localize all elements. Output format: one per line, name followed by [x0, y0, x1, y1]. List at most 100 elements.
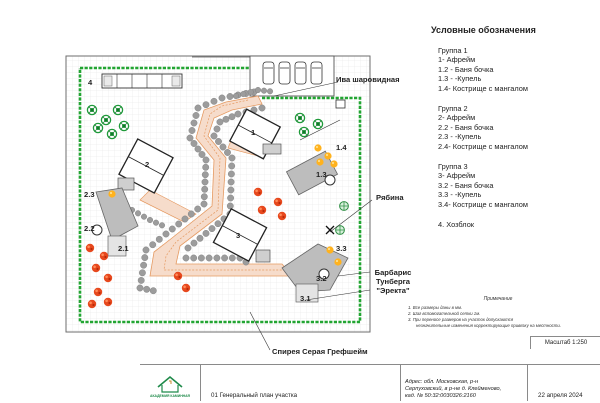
path-stone [226, 93, 234, 100]
label-3-2: 3.2 [316, 274, 327, 283]
willow-shrub-icon [86, 104, 98, 116]
note-line-3: 3. При переносе размеров на участок допу… [408, 317, 514, 322]
yellow-shrub-icon [324, 152, 332, 160]
label-1-3: 1.3 [316, 170, 327, 179]
path-stone [168, 225, 176, 233]
red-shrub-icon [99, 251, 109, 261]
legend-item: 1.3 - -Купель [438, 74, 482, 84]
legend-item: 3.4- Кострище с мангалом [438, 199, 528, 209]
path-stone [184, 244, 192, 252]
path-stone [140, 261, 148, 269]
path-stone [186, 134, 194, 142]
path-stone [182, 254, 190, 262]
path-stone [258, 104, 266, 112]
path-stone [213, 125, 221, 133]
drawing-name-cell: 01 Генеральный план участка [200, 365, 401, 401]
yellow-shrub-icon [330, 160, 338, 168]
path-stone [194, 205, 202, 213]
hedge-border [78, 66, 362, 324]
red-shrub-icon [253, 187, 263, 197]
path-center-line [163, 99, 286, 271]
path-stone [137, 276, 145, 284]
path-stone [181, 215, 189, 223]
date-cell: 22 апреля 2024 [527, 365, 600, 401]
legend-item: 2- Афрейм [438, 113, 476, 123]
building-1 [228, 108, 282, 160]
notes-heading: Примечание [483, 296, 513, 302]
path-stone [219, 143, 227, 151]
note-line-2: 2. Шаг вспомогательной сетки 1м. [408, 311, 481, 316]
path-stone [146, 216, 153, 223]
path-branch-2 [139, 189, 197, 223]
legend-title: Условные обозначения [431, 25, 536, 35]
path-stone [227, 178, 235, 186]
path-stone [224, 149, 231, 156]
path-stone [190, 140, 198, 147]
path-stone [228, 162, 236, 170]
logo-house-icon [157, 375, 183, 393]
label-3-1: 3.1 [300, 294, 311, 303]
path-stone [234, 110, 242, 118]
path-stone [215, 138, 222, 145]
red-shrub-icon [87, 299, 97, 309]
address-line-2: Серпуховский, в р-не д. Клейменово, [405, 386, 502, 392]
label-building-3: 3 [236, 231, 241, 240]
leader-lines [249, 81, 373, 351]
willow-shrub-icon [106, 128, 118, 140]
note-line-4: незначительные изменения корректирующие … [416, 323, 561, 328]
willow-shrub-icon [298, 126, 310, 138]
yellow-shrub-icon [316, 158, 324, 166]
path-stone [228, 254, 236, 262]
path-stone [222, 115, 230, 123]
red-shrub-icon [93, 287, 103, 297]
red-shrub-icon [103, 297, 113, 307]
path-stone [267, 88, 274, 95]
rowan-cross-icon [325, 225, 335, 235]
path-stone [149, 287, 157, 295]
label-building-4: 4 [88, 78, 93, 87]
title-block: АКАДЕМИЯ КАМИННАЯ 01 Генеральный план уч… [140, 364, 600, 401]
label-2-3: 2.3 [84, 190, 95, 199]
path-stone [221, 254, 229, 262]
red-shrub-icon [173, 271, 183, 281]
willow-shrub-icon [294, 112, 306, 124]
legend-item: 1- Афрейм [438, 55, 476, 65]
legend-item: 3.3 - -Купель [438, 190, 482, 200]
path-stone [208, 225, 216, 233]
path-stone [227, 170, 235, 178]
path-stone [227, 194, 235, 202]
path-stone [162, 230, 170, 238]
path-stone [240, 90, 247, 97]
legend-group-name: Группа 3 [438, 161, 468, 171]
path-stone [149, 241, 157, 249]
path-stone [232, 92, 239, 99]
willow-shrub-icon [112, 104, 124, 116]
building-4-utility [101, 73, 183, 89]
scale-label: Масштаб 1:250 [530, 336, 600, 349]
path-stone [210, 97, 218, 105]
label-barberry: Барбарис Тунберга "Эректа" [362, 268, 424, 295]
label-barberry-line3: "Эректа" [376, 286, 410, 295]
path-stone [136, 284, 144, 292]
path-stone [142, 246, 150, 254]
label-barberry-line1: Барбарис [374, 268, 412, 277]
path-stone [134, 210, 141, 217]
small-shed-icon [335, 99, 346, 109]
path-stone [201, 171, 209, 179]
address-line-1: Адрес: обл. Московская, р-н [405, 379, 479, 385]
logo-text: АКАДЕМИЯ КАМИННАЯ [150, 394, 190, 398]
path-stone [227, 186, 235, 194]
willow-shrub-icon [92, 122, 104, 134]
path-stone [201, 178, 209, 186]
address-cell: Адрес: обл. Московская, р-н Серпуховский… [400, 365, 528, 401]
label-2-2: 2.2 [84, 224, 95, 233]
path-stone [228, 113, 236, 121]
note-line-1: 1. Все размеры даны в мм. [408, 305, 463, 310]
yellow-shrub-icon [314, 144, 322, 152]
building-3 [212, 207, 271, 263]
path-stone [140, 213, 147, 220]
deck-2-3 [91, 187, 139, 257]
path-stone [247, 88, 254, 95]
